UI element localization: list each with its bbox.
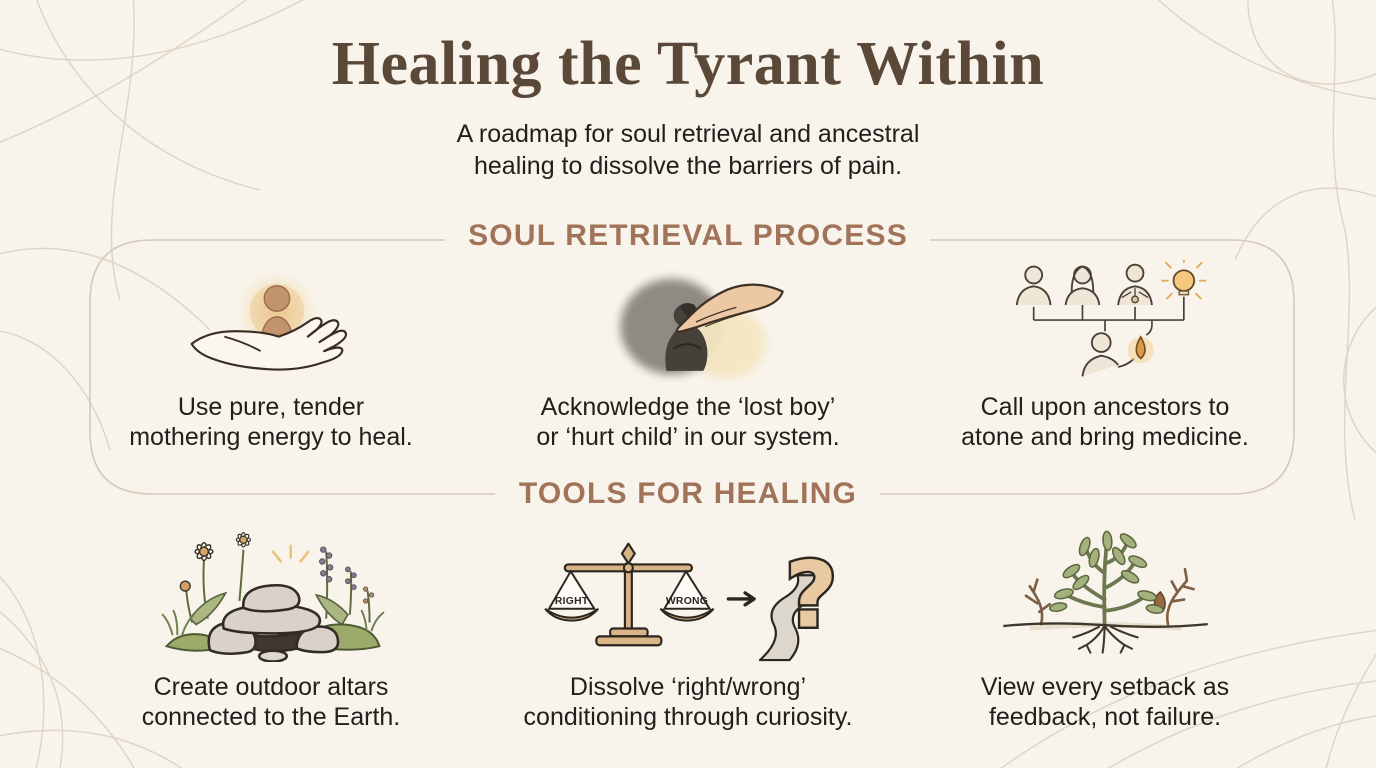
item-mothering-energy: Use pure, tender mothering energy to hea… (68, 262, 474, 452)
scale-left-label: RIGHT (555, 596, 589, 607)
ancestor-lineage-icon (991, 260, 1219, 382)
item-caption: Dissolve ‘right/wrong’ conditioning thro… (523, 673, 853, 732)
page-title: Healing the Tyrant Within (331, 30, 1045, 98)
growing-tree-icon (983, 520, 1228, 662)
item-caption: Create outdoor altars connected to the E… (141, 673, 401, 732)
dead-branches (1024, 568, 1195, 626)
tools-row: Create outdoor altars connected to the E… (68, 520, 1308, 732)
soul-retrieval-row: Use pure, tender mothering energy to hea… (68, 260, 1308, 452)
winding-path (758, 574, 820, 662)
section-tools-for-healing: TOOLS FOR HEALING (0, 452, 1376, 732)
daisy (194, 532, 252, 562)
item-right-wrong: RIGHT WRONG ? Dissolve ‘right/wrong’ con… (485, 520, 891, 732)
page-subtitle: A roadmap for soul retrieval and ancestr… (456, 120, 920, 181)
arrow-icon (726, 591, 756, 607)
ground-line (1002, 622, 1208, 629)
scales-to-curiosity-icon: RIGHT WRONG ? (533, 520, 843, 662)
item-caption: View every setback as feedback, not fail… (980, 673, 1230, 732)
leaves (1048, 530, 1164, 615)
item-caption: Call upon ancestors to atone and bring m… (961, 393, 1249, 452)
sheltering-hand-icon (576, 262, 801, 382)
item-caption: Use pure, tender mothering energy to hea… (129, 393, 413, 452)
section-soul-retrieval: SOUL RETRIEVAL PROCESS (0, 182, 1376, 452)
item-ancestors: Call upon ancestors to atone and bring m… (902, 260, 1308, 452)
nurturing-hand-icon (164, 262, 379, 382)
roots (1071, 625, 1139, 654)
question-mark: ? (785, 544, 838, 649)
item-caption: Acknowledge the ‘lost boy’ or ‘hurt chil… (536, 393, 840, 452)
item-outdoor-altars: Create outdoor altars connected to the E… (68, 520, 474, 732)
section-title-soul-retrieval: SOUL RETRIEVAL PROCESS (468, 219, 908, 253)
earth-altar-icon (146, 520, 396, 663)
section-border (89, 239, 1295, 495)
item-hurt-child: Acknowledge the ‘lost boy’ or ‘hurt chil… (485, 262, 891, 452)
item-setback-feedback: View every setback as feedback, not fail… (902, 520, 1308, 732)
scale-right-label: WRONG (666, 596, 708, 607)
section-title-tools: TOOLS FOR HEALING (518, 477, 858, 511)
